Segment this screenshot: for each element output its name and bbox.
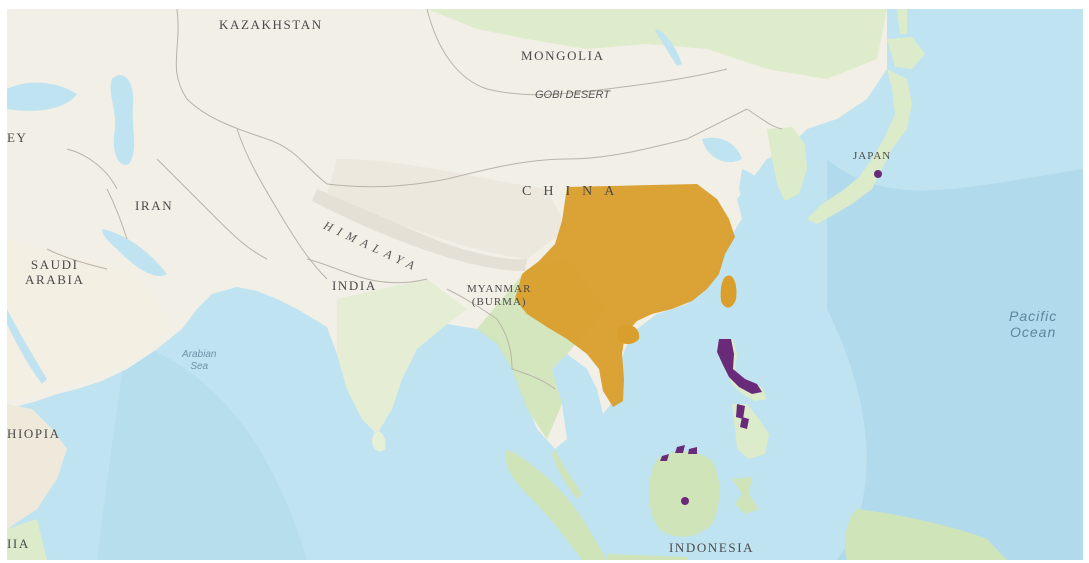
range-mainland bbox=[515, 184, 735, 407]
label-myanmar-line2: (BURMA) bbox=[471, 295, 527, 308]
label-china: CHINA bbox=[522, 184, 627, 199]
himalaya-ridge bbox=[312, 189, 527, 271]
label-ethiopia-partial: HIOPIA bbox=[7, 426, 61, 441]
range-islands bbox=[660, 170, 882, 505]
label-iran: IRAN bbox=[135, 198, 174, 213]
new-guinea bbox=[845, 509, 1007, 560]
africa-south-west bbox=[7, 519, 47, 560]
persian-gulf bbox=[102, 229, 167, 277]
korea bbox=[767, 127, 807, 201]
sumatra bbox=[505, 449, 607, 560]
bay-of-bengal bbox=[404, 333, 509, 449]
label-bottom-left-partial: IIA bbox=[7, 536, 30, 551]
label-saudi-arabia-line2: ARABIA bbox=[25, 271, 85, 287]
range-hainan bbox=[617, 324, 640, 345]
hokkaido bbox=[887, 37, 925, 69]
label-turkey-partial: EY bbox=[7, 130, 28, 145]
label-myanmar: MYANMAR (BURMA) bbox=[467, 283, 531, 308]
yellow-sea bbox=[739, 169, 774, 225]
label-pacific-ocean-line1: Pacific bbox=[1009, 308, 1058, 324]
label-arabian-sea: Arabian Sea bbox=[182, 349, 216, 372]
gulf-of-thailand bbox=[552, 369, 597, 414]
arabian-sea-deep bbox=[97, 339, 307, 560]
arabian-peninsula bbox=[7, 239, 167, 401]
label-myanmar-line1: MYANMAR bbox=[467, 283, 532, 295]
sulawesi bbox=[732, 477, 759, 514]
label-japan: JAPAN bbox=[853, 150, 892, 162]
label-saudi-arabia-line1: SAUDI bbox=[30, 257, 79, 272]
siberia-vegetation bbox=[427, 9, 887, 79]
sri-lanka bbox=[371, 430, 386, 452]
label-gobi-desert: GOBI DESERT bbox=[535, 89, 610, 101]
red-sea bbox=[7, 309, 47, 384]
lake-baikal bbox=[655, 29, 682, 66]
sakhalin bbox=[897, 9, 907, 34]
label-arabian-sea-line2: Sea bbox=[190, 360, 209, 372]
label-pacific-ocean: Pacific Ocean bbox=[1009, 308, 1057, 340]
africa-horn bbox=[7, 404, 67, 529]
label-indonesia: INDONESIA bbox=[669, 540, 755, 555]
country-borders bbox=[46, 9, 783, 390]
malay-peninsula bbox=[552, 449, 582, 499]
java bbox=[607, 554, 687, 560]
label-kazakhstan: KAZAKHSTAN bbox=[219, 17, 323, 32]
bohai-sea bbox=[702, 137, 742, 163]
black-sea bbox=[7, 82, 77, 111]
borneo bbox=[648, 450, 720, 537]
india-vegetation bbox=[337, 279, 467, 434]
label-saudi-arabia: SAUDI ARABIA bbox=[25, 257, 85, 288]
tibet-plateau bbox=[327, 159, 567, 259]
label-arabian-sea-line1: Arabian bbox=[182, 349, 217, 360]
range-taiwan bbox=[720, 275, 737, 308]
label-india: INDIA bbox=[332, 278, 377, 293]
japan-main bbox=[807, 69, 912, 224]
label-pacific-ocean-line2: Ocean bbox=[1009, 324, 1057, 341]
deep-ocean bbox=[827, 159, 1083, 560]
label-mongolia: MONGOLIA bbox=[521, 48, 605, 63]
caspian-sea bbox=[110, 75, 135, 165]
map-view[interactable]: KAZAKHSTAN MONGOLIA GOBI DESERT EY CHINA… bbox=[7, 9, 1083, 560]
basemap bbox=[7, 9, 1083, 560]
